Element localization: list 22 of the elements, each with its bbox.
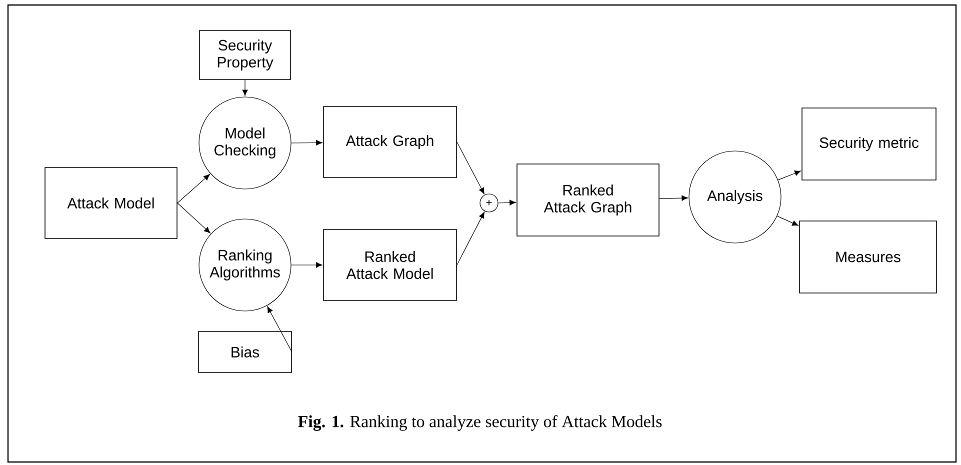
arrow xyxy=(659,195,688,201)
process-box: Security Property xyxy=(199,30,291,80)
arrow xyxy=(498,200,516,206)
arrow xyxy=(291,262,322,268)
arrow xyxy=(242,80,248,96)
process-box: Ranked Attack Model xyxy=(323,229,457,301)
arrow xyxy=(177,202,210,234)
arrow xyxy=(291,140,322,146)
arrow xyxy=(776,216,798,226)
arrow xyxy=(177,174,210,204)
arrow xyxy=(456,212,485,266)
process-box: Bias xyxy=(198,331,292,373)
process-box: Security metric xyxy=(802,108,936,180)
figure-caption: Fig. 1. Ranking to analyze security of Attack Models xyxy=(298,415,662,431)
arrow xyxy=(267,306,292,352)
process-box: Measures xyxy=(799,220,937,294)
process-box: Attack Model xyxy=(44,167,178,239)
arrow xyxy=(456,142,484,194)
sum-junction: + xyxy=(480,194,498,212)
process-box: Attack Graph xyxy=(323,106,457,178)
arrow xyxy=(778,170,801,180)
process-box: Ranked Attack Graph xyxy=(516,164,660,236)
